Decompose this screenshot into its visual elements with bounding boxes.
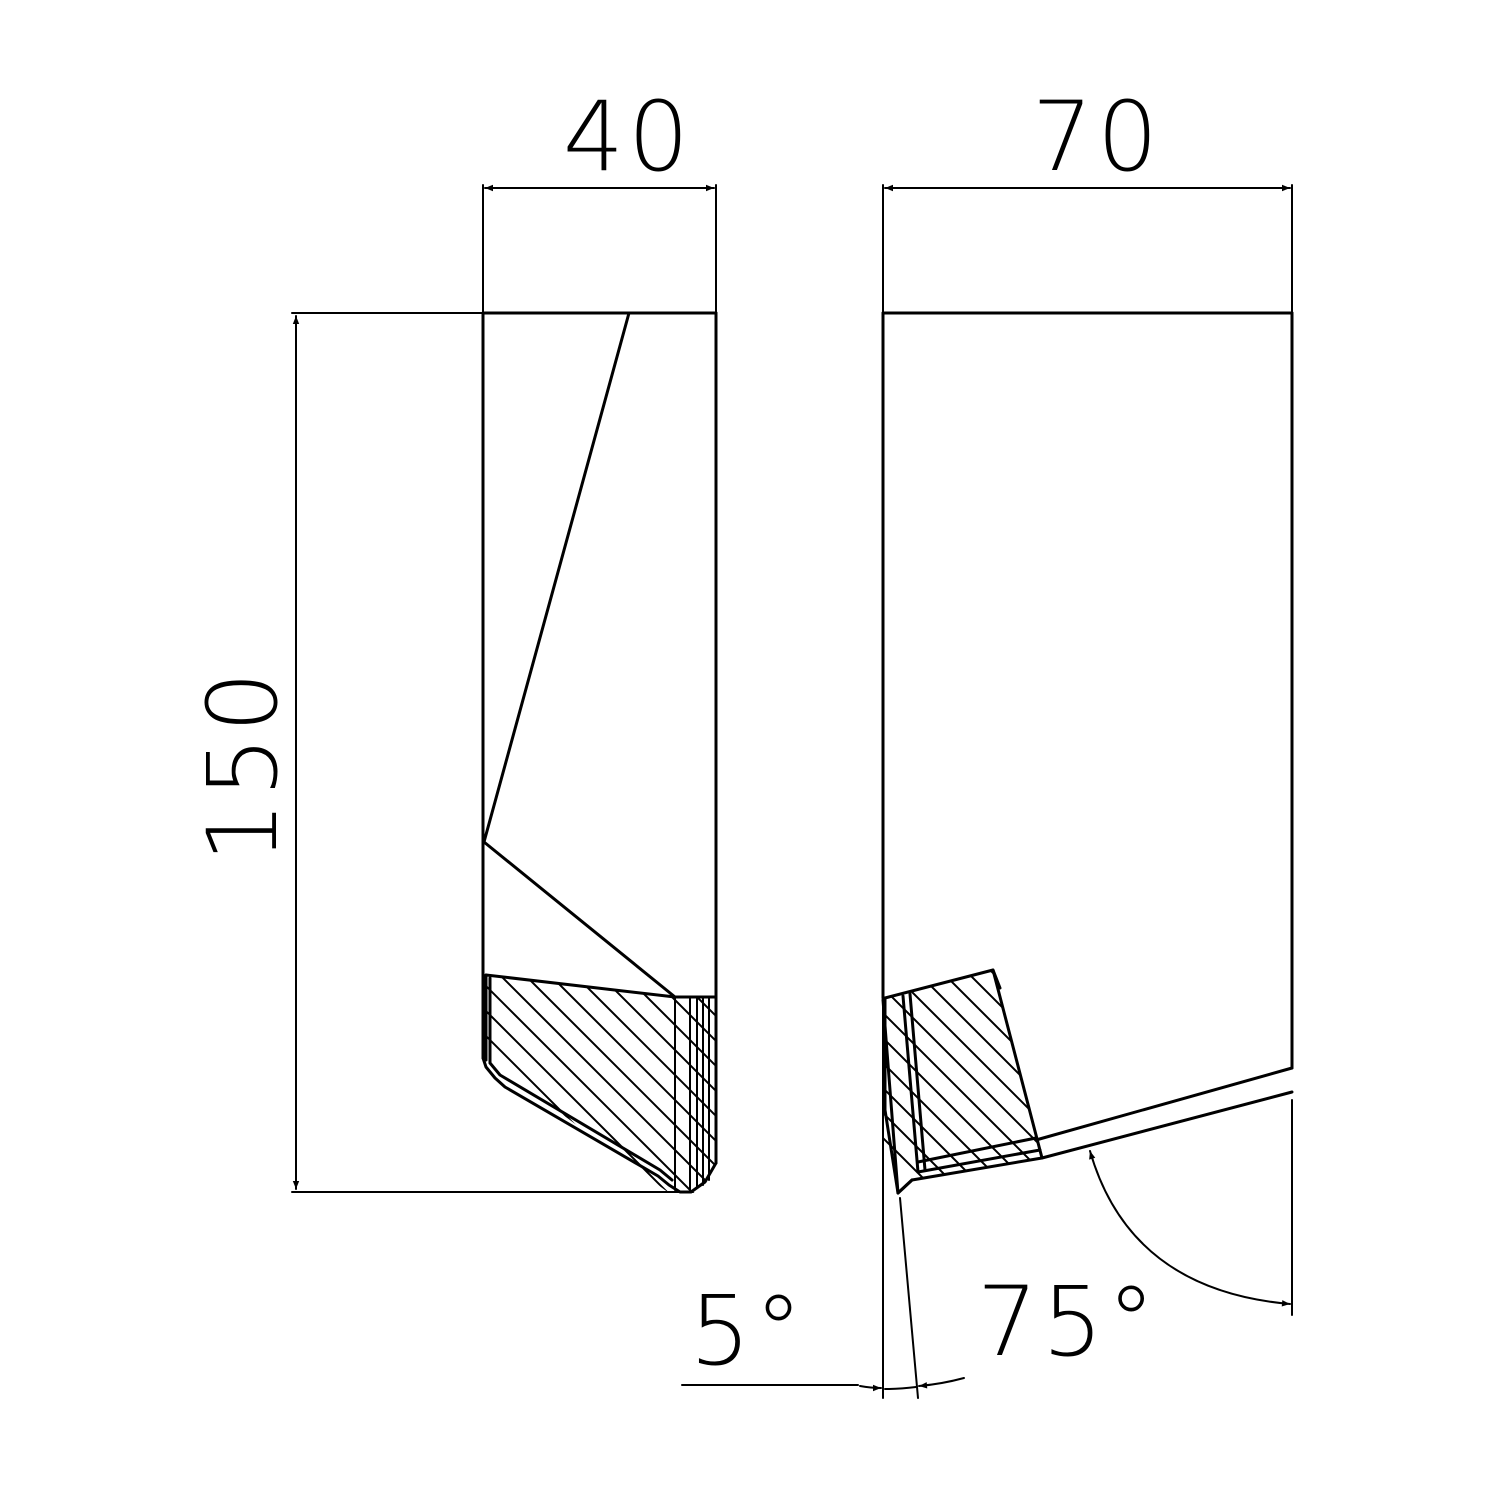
dimension-width-front: 70 bbox=[882, 81, 1293, 314]
arc-5deg bbox=[884, 1386, 917, 1390]
insert-inner-bottom-front-2 bbox=[916, 1136, 1038, 1164]
insert-inner-left-front bbox=[901, 994, 920, 1174]
insert-hatching-side bbox=[483, 975, 715, 1193]
dim-text-5deg: 5° bbox=[689, 1275, 806, 1387]
chip-breaker-line bbox=[482, 840, 677, 999]
rake-face-line bbox=[482, 311, 631, 844]
insert-hatching-front bbox=[883, 970, 1040, 1193]
insert-top-edge-side bbox=[484, 973, 718, 999]
insert-outline-front bbox=[883, 968, 1044, 1195]
arrow-5deg-left bbox=[859, 1384, 882, 1392]
dim-text-40: 40 bbox=[563, 81, 693, 193]
side-view bbox=[481, 311, 718, 1194]
front-view bbox=[881, 311, 1294, 1195]
ext-line-5deg-angled bbox=[899, 1197, 919, 1399]
dim-text-70: 70 bbox=[1032, 81, 1162, 193]
dim-text-75deg: 75° bbox=[977, 1266, 1159, 1378]
dimension-lead-angle: 75° bbox=[977, 1099, 1293, 1378]
insert-top-right-bevel bbox=[991, 968, 1002, 990]
dim-text-150: 150 bbox=[187, 667, 299, 862]
cutting-edge-upper bbox=[1034, 1066, 1294, 1142]
dimension-width-side: 40 bbox=[482, 81, 717, 314]
dimension-clearance-angle: 5° bbox=[681, 999, 965, 1399]
arrow-5deg-right bbox=[918, 1377, 965, 1389]
insert-bottom-inner bbox=[488, 1061, 674, 1182]
arc-75deg bbox=[1089, 1150, 1291, 1307]
insert-inner-left-front-2 bbox=[908, 992, 927, 1172]
insert-tip-front bbox=[896, 1178, 914, 1195]
cutting-edge-lower bbox=[1040, 1090, 1294, 1160]
dimension-height: 150 bbox=[187, 312, 691, 1193]
